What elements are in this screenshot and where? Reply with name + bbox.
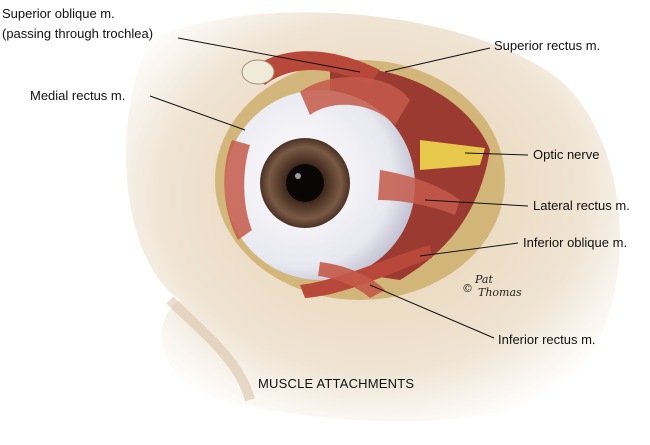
trochlea xyxy=(241,59,275,85)
leader-inferior-rectus xyxy=(369,284,495,339)
figure-caption: MUSCLE ATTACHMENTS xyxy=(258,376,415,391)
label-inferior-oblique: Inferior oblique m. xyxy=(523,235,628,250)
superior-rectus-muscle xyxy=(300,77,410,125)
svg-text:Thomas: Thomas xyxy=(478,286,522,299)
leader-lines xyxy=(149,37,529,339)
inferior-rectus-muscle xyxy=(318,262,385,298)
label-inferior-rectus: Inferior rectus m. xyxy=(498,332,596,347)
svg-text:Pat: Pat xyxy=(474,273,493,286)
inferior-oblique-muscle xyxy=(300,245,432,298)
pupil-highlight xyxy=(295,173,301,179)
leader-lateral-rectus xyxy=(424,199,529,207)
medial-rectus-muscle xyxy=(224,140,252,240)
svg-text:©: © xyxy=(462,282,473,295)
lateral-rectus-muscle xyxy=(378,170,460,215)
label-superior-oblique: Superior oblique m. xyxy=(2,6,115,21)
artist-signature: © Pat Thomas xyxy=(462,273,522,299)
label-medial-rectus: Medial rectus m. xyxy=(30,88,126,103)
superior-oblique-muscle xyxy=(250,51,380,85)
leader-optic-nerve xyxy=(464,152,529,156)
leader-superior-oblique xyxy=(177,37,361,73)
leader-inferior-oblique xyxy=(419,242,519,257)
leader-superior-rectus xyxy=(384,47,491,73)
nose-shadow xyxy=(166,296,255,402)
optic-nerve-shape xyxy=(420,140,485,170)
label-optic-nerve: Optic nerve xyxy=(533,147,600,162)
label-superior-rectus: Superior rectus m. xyxy=(494,38,601,53)
label-lateral-rectus: Lateral rectus m. xyxy=(533,198,630,213)
label-superior-oblique-sub: (passing through trochlea) xyxy=(2,26,154,41)
pupil xyxy=(286,164,324,202)
leader-medial-rectus xyxy=(149,95,246,131)
